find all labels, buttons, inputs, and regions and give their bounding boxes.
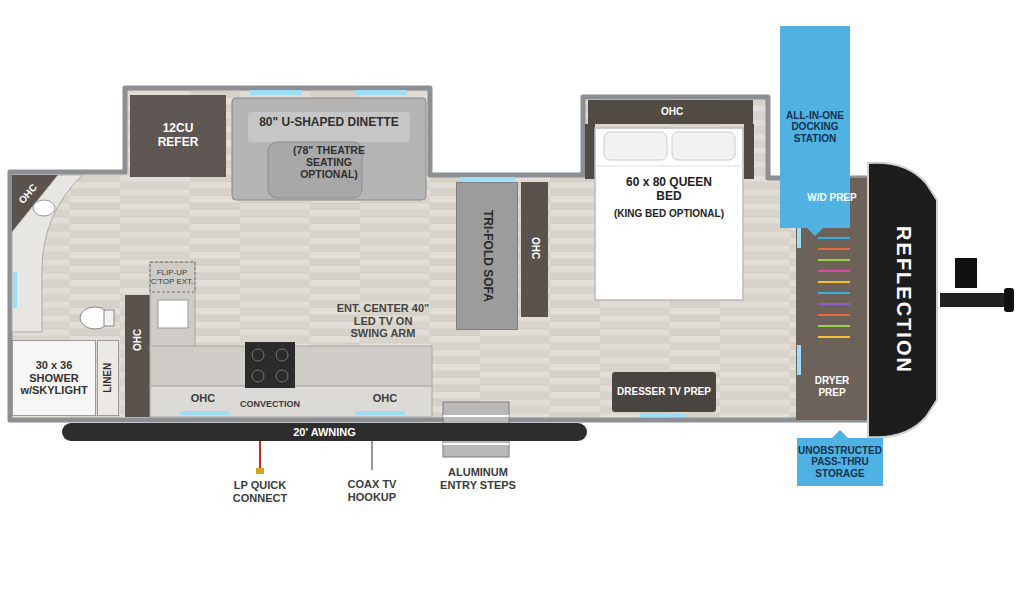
cabinet-label: OHC — [132, 329, 144, 351]
counter-label: FLIP-UP C'TOP EXT. — [150, 268, 194, 286]
node-text: 60 x 80 QUEEN BED — [623, 176, 715, 204]
dresser-box: DRESSER TV PREP — [612, 372, 716, 412]
bed-box: 60 x 80 QUEEN BED (KING BED OPTIONAL) — [595, 128, 743, 300]
node-text: 12CU REFER — [150, 122, 206, 150]
dinette-seat: 80" U-SHAPED DINETTE (78" THEATRE SEATING… — [232, 96, 426, 200]
brand-name: REFLECTION — [892, 226, 915, 374]
cabinet-label: OHC — [661, 106, 683, 118]
refrigerator-box: 12CU REFER — [130, 95, 226, 177]
node-text: 30 x 36 SHOWER w/SKYLIGHT — [17, 359, 91, 397]
sofa-box: TRI-FOLD SOFA — [456, 182, 518, 330]
node-text: TRI-FOLD SOFA — [480, 210, 494, 302]
node-text: (KING BED OPTIONAL) — [614, 208, 724, 220]
node-text: ALL-IN-ONE DOCKING STATION — [783, 110, 847, 145]
node-text: 80" U-SHAPED DINETTE — [259, 116, 399, 130]
shower-box: 30 x 36 SHOWER w/SKYLIGHT — [12, 340, 96, 416]
feature-badge: UNOBSTRUCTED PASS-THRU STORAGE — [797, 438, 883, 486]
hookup-label: LP QUICK CONNECT — [229, 479, 291, 504]
appliance-label: CONVECTION — [240, 399, 300, 409]
cabinet-label: OHC — [373, 392, 397, 405]
cabinet-label: OHC — [191, 392, 215, 405]
hookup-label: COAX TV HOOKUP — [341, 478, 403, 503]
linen-cabinet: LINEN — [97, 340, 119, 416]
node-text: DRESSER TV PREP — [617, 386, 711, 398]
closet-label: DRYER PREP — [806, 375, 858, 398]
cabinet-label: OHC — [16, 182, 39, 206]
closet-label: W/D PREP — [806, 192, 858, 204]
awning-bar: 20' AWNING — [62, 423, 587, 441]
feature-label: ENT. CENTER 40" LED TV ON SWING ARM — [335, 302, 431, 340]
node-text: 20' AWNING — [293, 426, 356, 439]
node-text: LINEN — [102, 363, 114, 393]
node-text: (78" THEATRE SEATING OPTIONAL) — [286, 144, 372, 180]
node-text: UNOBSTRUCTED PASS-THRU STORAGE — [798, 445, 882, 480]
steps-label: ALUMINUM ENTRY STEPS — [436, 466, 520, 491]
cabinet-label: OHC — [529, 237, 541, 259]
